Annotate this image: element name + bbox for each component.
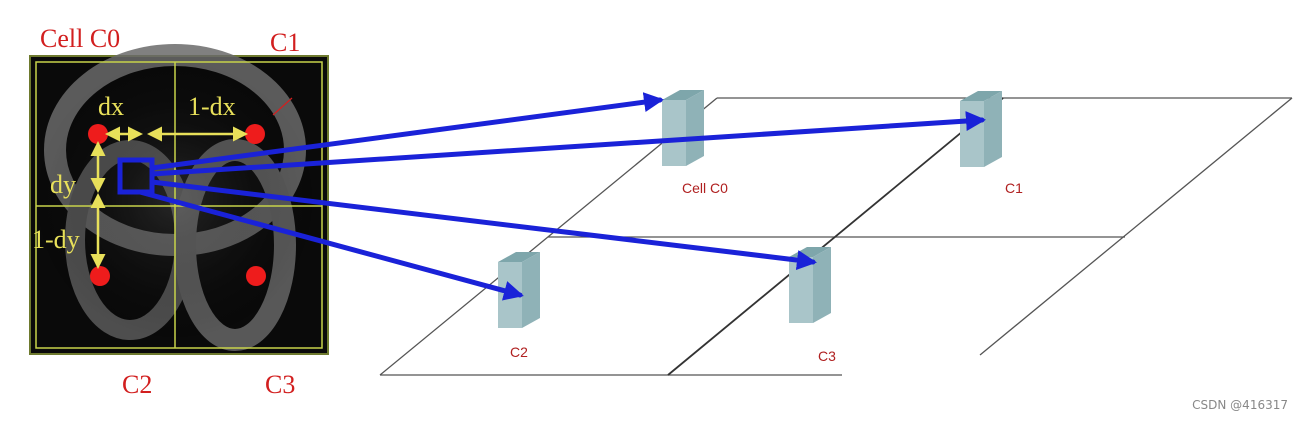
point-c3 bbox=[246, 266, 266, 286]
one-minus-dy-label: 1-dy bbox=[32, 225, 80, 254]
point-c2 bbox=[90, 266, 110, 286]
watermark: CSDN @416317 bbox=[1192, 398, 1288, 412]
label-c2: C2 bbox=[122, 370, 152, 400]
grid-label-c2: C2 bbox=[510, 344, 528, 360]
pillar-c1 bbox=[960, 91, 1002, 167]
perspective-grid bbox=[380, 98, 1292, 375]
dy-label: dy bbox=[50, 170, 76, 199]
one-minus-dx-label: 1-dx bbox=[188, 92, 236, 121]
point-c1 bbox=[245, 124, 265, 144]
dx-label: dx bbox=[98, 92, 124, 121]
point-c0 bbox=[88, 124, 108, 144]
grid-label-c3: C3 bbox=[818, 348, 836, 364]
grid-label-cell-c0: Cell C0 bbox=[682, 180, 728, 196]
label-c1: C1 bbox=[270, 28, 300, 58]
label-cell-c0: Cell C0 bbox=[40, 24, 120, 54]
label-c3: C3 bbox=[265, 370, 295, 400]
pillar-c0 bbox=[662, 90, 704, 166]
grid-label-c1: C1 bbox=[1005, 180, 1023, 196]
